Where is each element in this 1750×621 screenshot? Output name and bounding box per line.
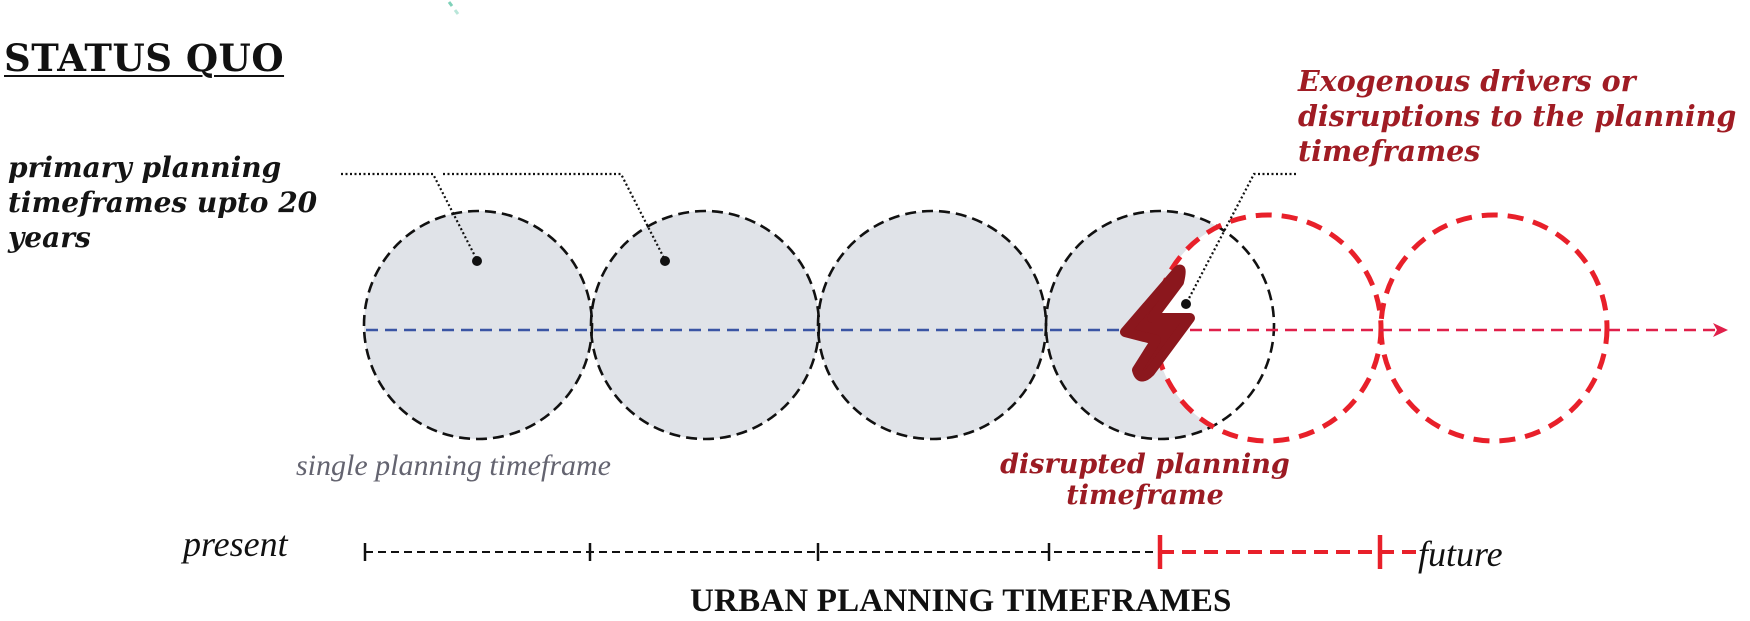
disrupted-timeframe-label: disrupted planning timeframe — [1000, 449, 1290, 511]
leader-lines — [341, 172, 1296, 305]
timeline — [363, 535, 1418, 569]
leader-dot-3 — [1181, 299, 1191, 309]
exogenous-drivers-label: Exogenous drivers or disruptions to the … — [1298, 64, 1737, 168]
timeframe-circle-3 — [818, 211, 1046, 439]
leader-dot-1 — [472, 256, 482, 266]
timeframe-circle-1 — [364, 211, 592, 439]
future-label: future — [1418, 534, 1503, 574]
timeframe-circle-2 — [591, 211, 819, 439]
disrupted-circles — [1152, 212, 1610, 444]
axis-title: URBAN PLANNING TIMEFRAMES — [690, 583, 1232, 619]
single-timeframe-label: single planning timeframe — [296, 449, 611, 482]
disrupted-circle-2 — [1378, 212, 1610, 444]
timeframe-circle-4 — [1044, 209, 1276, 441]
primary-timeframes-label: primary planning timeframes upto 20 year… — [8, 151, 318, 254]
leader-dot-2 — [660, 256, 670, 266]
lightning-bolt-icon — [1120, 264, 1195, 382]
present-label: present — [183, 524, 288, 564]
disrupted-circle-1 — [1152, 212, 1384, 444]
page-title: STATUS QUO — [4, 36, 285, 80]
stray-mark — [447, 1, 460, 15]
arrow-right-icon — [1713, 323, 1728, 337]
